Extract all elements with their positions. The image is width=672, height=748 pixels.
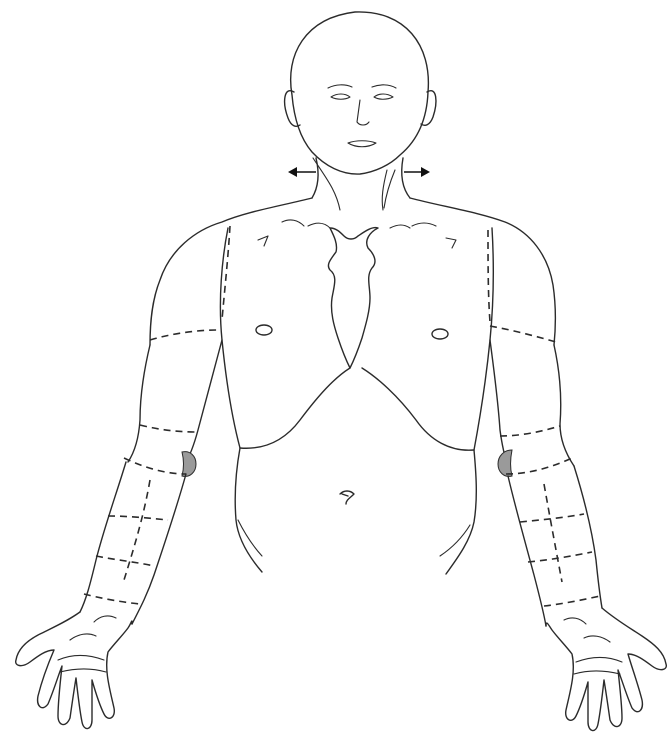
head: [285, 12, 436, 174]
right-forearm-inner: [508, 476, 546, 626]
right-deltoid-dashed: [490, 326, 556, 342]
right-clavicle-mark-3: [390, 225, 410, 228]
left-hand-outline: [16, 612, 132, 729]
right-palm-crease-2: [574, 671, 620, 674]
right-forearm-dashed-long: [544, 484, 562, 582]
right-forearm-outer: [574, 466, 602, 608]
right-palm-crease: [576, 658, 622, 663]
left-upper-arm-outer: [128, 345, 150, 462]
right-upper-arm-inner: [490, 340, 508, 466]
right-eyebrow: [372, 85, 396, 88]
left-oblique: [238, 520, 262, 556]
neck-arrows: [288, 167, 430, 177]
left-clavicle-mark-2: [258, 236, 268, 246]
right-clavicle-mark-2: [446, 238, 456, 248]
right-chest-outline: [474, 228, 493, 450]
right-shoulder-dashed: [488, 230, 490, 322]
left-eye: [331, 94, 350, 99]
left-wrist-dashed: [84, 594, 140, 604]
left-elbow-dashed-upper: [140, 425, 196, 432]
left-forearm-outer: [80, 462, 126, 612]
right-wrist-dashed: [544, 596, 600, 606]
left-upper-arm-inner: [184, 340, 222, 466]
left-forearm-inner: [132, 474, 186, 624]
sternum-region: [328, 228, 378, 368]
right-oblique: [440, 525, 470, 556]
left-forearm-dashed-low: [96, 556, 154, 566]
arrow-left-icon: [288, 167, 297, 177]
left-nipple: [256, 325, 272, 335]
right-eye: [374, 94, 393, 99]
left-arm: [16, 340, 222, 729]
right-abdomen-side: [446, 450, 476, 574]
navel: [340, 491, 354, 504]
right-clavicle-mark: [412, 223, 436, 226]
right-palm-crease-3: [564, 618, 586, 624]
left-deltoid-dashed: [150, 330, 218, 340]
left-abdomen-side: [235, 448, 262, 572]
right-thumb-crease: [584, 636, 610, 642]
right-hand-outline: [546, 608, 666, 731]
right-arm: [490, 340, 666, 731]
left-clavicle-mark-3: [308, 223, 330, 228]
left-eyebrow: [328, 85, 352, 88]
right-costal-margin: [362, 368, 474, 450]
head-outline: [291, 12, 429, 174]
nose: [357, 100, 369, 125]
right-elbow-shade: [498, 450, 512, 476]
left-costal-margin: [240, 368, 350, 448]
mouth: [348, 141, 376, 147]
left-thumb-crease: [70, 634, 96, 640]
right-elbow-dashed-upper: [500, 426, 560, 436]
left-chest-outline: [220, 228, 240, 448]
left-forearm-dashed-mid: [108, 516, 168, 520]
left-elbow-dashed: [124, 458, 186, 474]
right-upper-arm-outer: [554, 345, 574, 466]
right-nipple: [432, 329, 448, 339]
arrow-right-icon: [421, 167, 430, 177]
left-elbow-shade: [182, 452, 196, 477]
neck-right-edge: [402, 158, 410, 198]
left-palm-crease-3: [94, 616, 116, 622]
right-forearm-dashed-low: [528, 552, 592, 562]
right-shoulder-line: [410, 198, 555, 345]
right-forearm-dashed-mid: [520, 514, 584, 522]
left-palm-crease-2: [60, 669, 106, 672]
left-clavicle-mark: [282, 220, 304, 226]
right-elbow-dashed: [506, 458, 572, 474]
neck: [312, 158, 410, 210]
left-palm-crease: [58, 656, 104, 661]
